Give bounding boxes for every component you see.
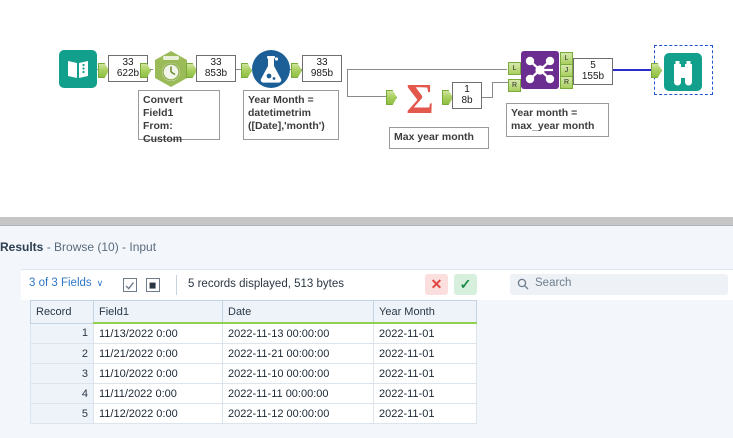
cell-date: 2022-11-21 00:00:00 <box>222 343 374 364</box>
table-row[interactable]: 5 11/12/2022 0:00 2022-11-12 00:00:00 20… <box>30 403 477 424</box>
pane-splitter[interactable] <box>0 216 733 226</box>
cell-record: 5 <box>30 403 94 424</box>
input-data-tool[interactable] <box>59 50 97 88</box>
cancel-button[interactable]: ✕ <box>425 274 448 295</box>
flask-icon <box>260 56 282 83</box>
datetime-tool[interactable] <box>152 50 190 88</box>
port-formula-out[interactable] <box>291 63 302 78</box>
cell-date: 2022-11-10 00:00:00 <box>222 363 374 384</box>
port-formula-in[interactable] <box>241 63 252 78</box>
cell-date: 2022-11-12 00:00:00 <box>222 403 374 424</box>
table-row[interactable]: 4 11/11/2022 0:00 2022-11-11 00:00:00 20… <box>30 383 477 404</box>
fields-selector-label: 3 of 3 Fields <box>29 277 92 289</box>
table-row[interactable]: 3 11/10/2022 0:00 2022-11-10 00:00:00 20… <box>30 363 477 384</box>
checkbox-checked-icon[interactable] <box>123 278 137 292</box>
summarize-annotation: Max year month <box>389 127 489 149</box>
data-table: Record Field1 Date Year Month 1 11/13/20… <box>30 300 477 424</box>
search-input[interactable]: Search <box>510 274 728 295</box>
wire-into-join-right <box>492 82 508 83</box>
browse-tool[interactable] <box>664 53 702 91</box>
cell-year-month: 2022-11-01 <box>373 403 477 424</box>
svg-text:Σ: Σ <box>406 77 433 121</box>
record-info: 5 records displayed, 513 bytes <box>188 278 344 290</box>
join-input-right-port[interactable]: R <box>508 79 521 92</box>
record-count-3: 33 985b <box>302 55 342 82</box>
clock-icon <box>155 51 187 87</box>
cell-date: 2022-11-13 00:00:00 <box>222 322 374 344</box>
cell-year-month: 2022-11-01 <box>373 363 477 384</box>
sigma-icon: Σ <box>406 77 433 123</box>
table-row[interactable]: 1 11/13/2022 0:00 2022-11-13 00:00:00 20… <box>30 322 477 344</box>
join-output-right-port[interactable]: R <box>560 76 573 89</box>
checkbox-cross-icon[interactable] <box>146 278 160 292</box>
join-input-left-port[interactable]: L <box>508 62 521 75</box>
join-output-left-port[interactable]: L <box>560 52 573 65</box>
book-icon <box>68 61 88 78</box>
fields-selector[interactable]: 3 of 3 Fields ∨ <box>29 277 103 289</box>
join-annotation: Year month = max_year month <box>506 103 609 137</box>
binoculars-icon <box>674 61 692 86</box>
results-pane: Results - Browse (10) - Input 3 of 3 Fie… <box>0 226 733 438</box>
port-datetime-in[interactable] <box>140 63 151 78</box>
wire-riser <box>492 82 493 98</box>
cell-year-month: 2022-11-01 <box>373 343 477 364</box>
wire-branch-to-summarize <box>347 96 389 97</box>
cell-year-month: 2022-11-01 <box>373 322 477 344</box>
join-icon <box>525 56 555 84</box>
toolbar-divider <box>176 275 177 295</box>
results-title-strong: Results <box>0 240 44 254</box>
record-count-2: 33 853b <box>196 55 236 82</box>
cell-year-month: 2022-11-01 <box>373 383 477 404</box>
formula-tool[interactable] <box>252 50 290 88</box>
record-count-4: 1 8b <box>452 82 482 109</box>
cell-field1: 11/13/2022 0:00 <box>93 322 223 344</box>
column-header-date[interactable]: Date <box>222 300 374 324</box>
cell-record: 4 <box>30 383 94 404</box>
results-table[interactable]: Record Field1 Date Year Month 1 11/13/20… <box>30 300 733 424</box>
chevron-down-icon: ∨ <box>96 278 104 288</box>
cell-record: 3 <box>30 363 94 384</box>
wire-join-to-browse-selected <box>610 69 657 71</box>
table-row[interactable]: 2 11/21/2022 0:00 2022-11-21 00:00:00 20… <box>30 343 477 364</box>
summarize-tool[interactable]: Σ <box>398 77 442 123</box>
cell-field1: 11/21/2022 0:00 <box>93 343 223 364</box>
cell-record: 1 <box>30 322 94 344</box>
datetime-annotation: Convert Field1 From: Custom <box>138 90 220 145</box>
column-header-field1[interactable]: Field1 <box>93 300 223 324</box>
table-header-row: Record Field1 Date Year Month <box>30 300 477 324</box>
port-summarize-in[interactable] <box>386 90 397 105</box>
results-title-rest: - Browse (10) - Input <box>43 240 157 254</box>
wire-formula-to-join-left <box>347 69 507 70</box>
join-tool[interactable] <box>521 51 559 89</box>
cell-field1: 11/10/2022 0:00 <box>93 363 223 384</box>
record-count-5: 5 155b <box>573 58 613 85</box>
search-placeholder: Search <box>535 277 572 289</box>
column-header-record[interactable]: Record <box>30 300 94 324</box>
cell-field1: 11/11/2022 0:00 <box>93 383 223 404</box>
results-title: Results - Browse (10) - Input <box>0 240 156 260</box>
results-toolbar: 3 of 3 Fields ∨ 5 records displayed, 513 … <box>21 269 733 300</box>
cell-field1: 11/12/2022 0:00 <box>93 403 223 424</box>
workflow-canvas[interactable]: 33 622b 33 853b Convert Field1 From: Cus… <box>0 0 733 216</box>
cell-record: 2 <box>30 343 94 364</box>
port-browse-in[interactable] <box>651 63 662 78</box>
formula-annotation: Year Month = datetimetrim ([Date],'month… <box>243 90 339 140</box>
table-body: 1 11/13/2022 0:00 2022-11-13 00:00:00 20… <box>30 322 477 424</box>
cell-date: 2022-11-11 00:00:00 <box>222 383 374 404</box>
wire-branch-down <box>347 69 348 96</box>
confirm-button[interactable]: ✓ <box>454 274 477 295</box>
search-icon <box>517 278 529 290</box>
column-header-year-month[interactable]: Year Month <box>373 300 477 324</box>
